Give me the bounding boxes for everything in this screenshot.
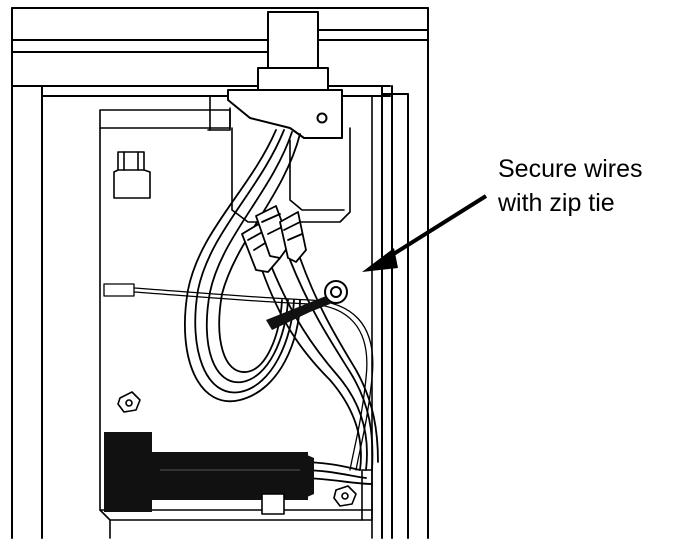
- callout-line-2: with zip tie: [498, 189, 615, 217]
- screw-icon: [125, 399, 133, 407]
- mounting-bracket: [231, 127, 351, 223]
- wire-nut-3: [279, 211, 307, 263]
- ground-ring: [324, 280, 348, 304]
- wire-bundle: [184, 129, 379, 485]
- callout-line-1: Secure wires: [498, 155, 643, 183]
- bottom-tab: [261, 493, 285, 515]
- callout-label: Secure wires with zip tie: [498, 152, 643, 220]
- screw-boss-left: [117, 391, 141, 413]
- top-stem: [257, 11, 329, 91]
- wire-nut-2: [255, 205, 291, 259]
- screw-icon: [341, 492, 349, 500]
- sensor-wire: [103, 283, 374, 471]
- wire-connector: [104, 432, 314, 512]
- zip-tie: [266, 296, 330, 330]
- wire-nuts: [241, 205, 307, 273]
- mounting-plate: [227, 89, 343, 139]
- mounting-hole-icon: [316, 112, 328, 124]
- sensor-switch: [113, 151, 151, 199]
- screw-boss-right: [333, 485, 357, 507]
- callout-arrow: [362, 194, 488, 272]
